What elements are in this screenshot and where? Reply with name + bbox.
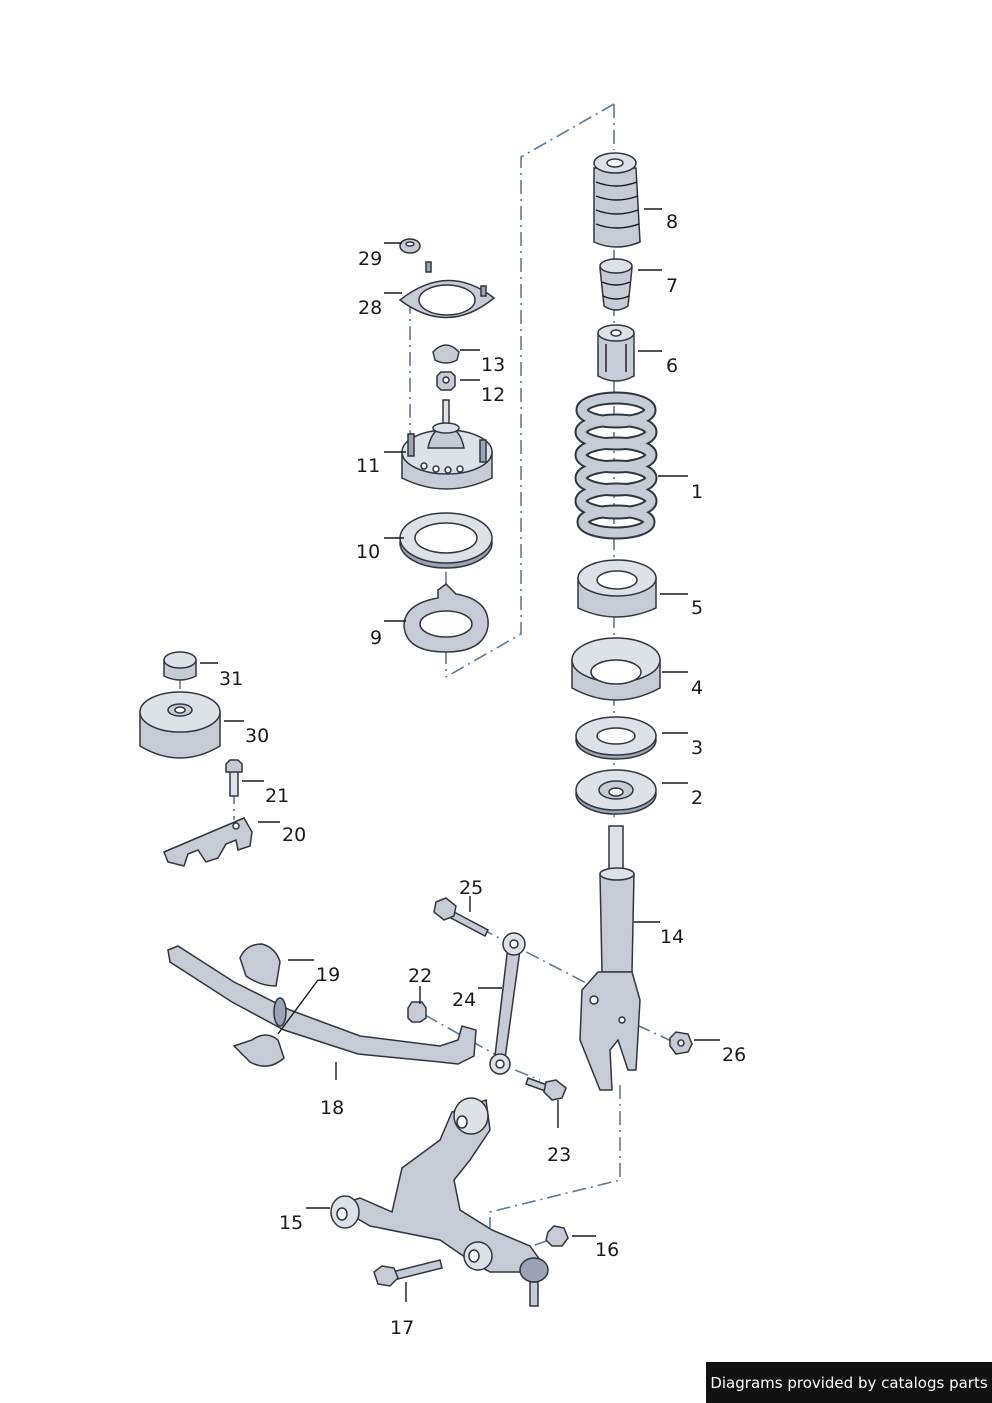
nut-29 — [399, 238, 421, 254]
credit-banner: Diagrams provided by catalogs parts — [706, 1362, 992, 1403]
callout-15: 15 — [279, 1212, 303, 1234]
callout-10: 10 — [356, 541, 380, 563]
bolt-25 — [433, 897, 489, 938]
callout-20: 20 — [282, 824, 306, 846]
shock-absorber-14 — [579, 825, 641, 1091]
callout-3: 3 — [691, 737, 703, 759]
bracket-20 — [163, 817, 253, 867]
bolt-17 — [373, 1259, 443, 1287]
callout-24: 24 — [452, 989, 476, 1011]
callout-11: 11 — [356, 455, 380, 477]
dust-sleeve-6 — [597, 324, 635, 382]
callout-13: 13 — [481, 354, 505, 376]
callout-16: 16 — [595, 1239, 619, 1261]
control-arm-15 — [330, 1097, 549, 1307]
callout-31: 31 — [219, 668, 243, 690]
callout-9: 9 — [370, 627, 382, 649]
nut-16 — [545, 1225, 569, 1247]
bolt-23 — [525, 1077, 567, 1101]
callout-18: 18 — [320, 1097, 344, 1119]
callout-23: 23 — [547, 1144, 571, 1166]
callout-21: 21 — [265, 785, 289, 807]
callout-25: 25 — [459, 877, 483, 899]
callout-4: 4 — [691, 677, 703, 699]
bushing-19-upper — [239, 943, 281, 987]
strut-mount-11 — [401, 399, 493, 490]
callout-29: 29 — [358, 248, 382, 270]
callout-12: 12 — [481, 384, 505, 406]
bellows-boot-8 — [593, 152, 641, 248]
callout-17: 17 — [390, 1317, 414, 1339]
nut-12 — [436, 371, 456, 391]
nut-22 — [407, 1001, 427, 1023]
spring-seat-5 — [577, 559, 657, 618]
callout-26: 26 — [722, 1044, 746, 1066]
cap-31 — [163, 651, 197, 681]
washer-3 — [575, 716, 657, 760]
callout-1: 1 — [691, 481, 703, 503]
leader-lines — [200, 208, 720, 1302]
spring-pad-4 — [571, 637, 661, 701]
callout-14: 14 — [660, 926, 684, 948]
bushing-19-lower — [232, 1034, 285, 1067]
callout-7: 7 — [666, 275, 678, 297]
top-plate-28 — [398, 261, 496, 319]
lower-seat-2 — [575, 769, 657, 815]
coil-spring-1 — [574, 391, 658, 540]
callout-8: 8 — [666, 211, 678, 233]
callout-labels: 1 2 3 4 5 6 7 8 9 10 11 12 13 14 15 16 1… — [219, 211, 746, 1339]
callout-22: 22 — [408, 965, 432, 987]
callout-28: 28 — [358, 297, 382, 319]
bolt-21 — [225, 759, 243, 797]
shim-9 — [403, 583, 489, 653]
stabilizer-link-24 — [489, 932, 526, 1075]
rubber-mount-30 — [139, 691, 221, 759]
callout-6: 6 — [666, 355, 678, 377]
callout-2: 2 — [691, 787, 703, 809]
bearing-ring-10 — [399, 512, 493, 569]
callout-30: 30 — [245, 725, 269, 747]
stabilizer-bar-18 — [167, 945, 477, 1065]
bump-stop-7 — [599, 258, 633, 311]
callout-19: 19 — [316, 964, 340, 986]
cap-13 — [432, 344, 460, 364]
callout-5: 5 — [691, 597, 703, 619]
nut-26 — [669, 1031, 693, 1055]
